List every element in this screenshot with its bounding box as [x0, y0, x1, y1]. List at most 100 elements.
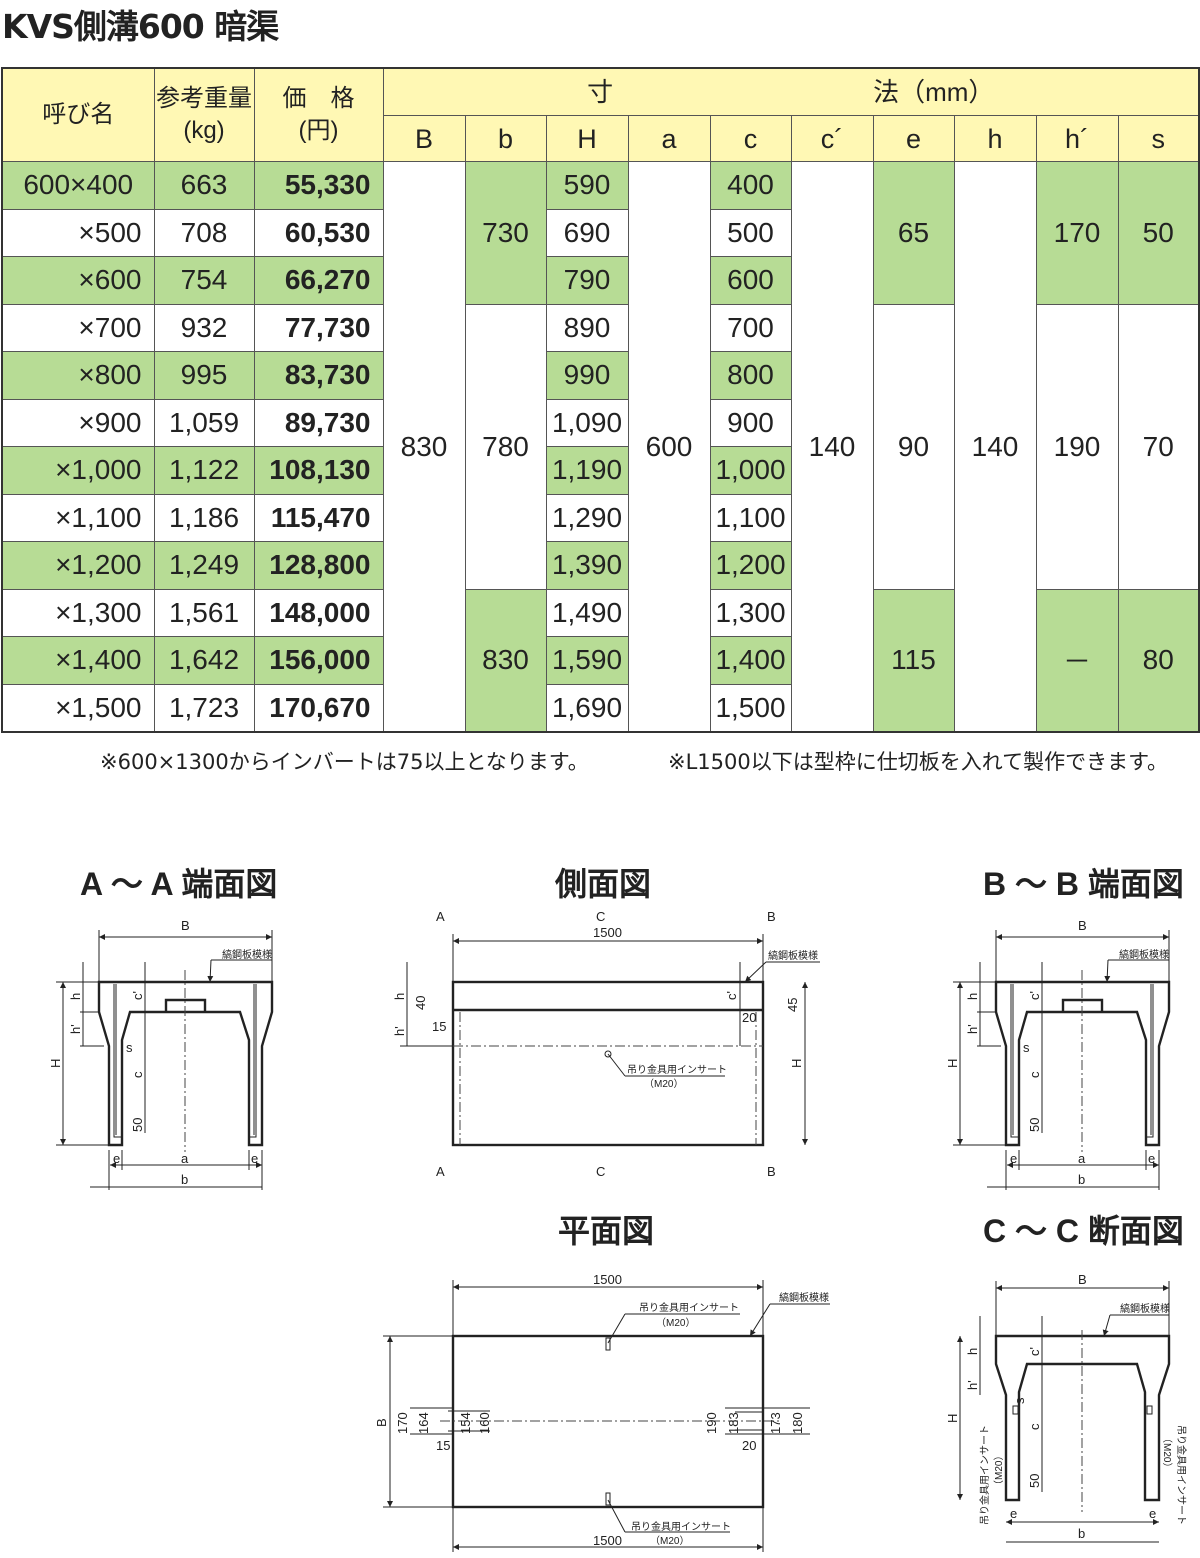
cell-price: 77,730 — [253, 303, 384, 352]
header-col-4: c — [709, 115, 792, 162]
side-view: A C B A C B 1500 縞鋼板模様 h 40 h' 15 c' 20 … — [392, 909, 820, 1179]
dim-B: B — [1078, 1272, 1087, 1287]
dim-h: h — [392, 993, 407, 1000]
section-mark-a: A — [436, 1164, 445, 1179]
dim-s: s — [1012, 1397, 1027, 1404]
dim-183: 183 — [726, 1412, 741, 1434]
cell-H: 1,690 — [545, 683, 629, 733]
dim-s: s — [1023, 1040, 1030, 1055]
section-mark-a: A — [436, 909, 445, 924]
cell-c: 1,200 — [709, 541, 792, 590]
title-plan: 平面図 — [558, 1213, 654, 1249]
cell-H: 690 — [545, 208, 629, 257]
dim-50: 50 — [130, 1118, 145, 1132]
dim-h: h — [965, 1348, 980, 1355]
dim-20: 20 — [742, 1438, 756, 1453]
dim-c: c — [1027, 1423, 1042, 1430]
label-insert: 吊り金具用インサート — [1175, 1425, 1188, 1525]
cell-name: ×1,500 — [1, 683, 155, 733]
cell-s: 80 — [1117, 588, 1200, 733]
label-plate: 縞鋼板模様 — [768, 949, 818, 962]
dim-h2: h' — [68, 1024, 83, 1034]
cell-name: ×800 — [1, 351, 155, 400]
cell-weight: 1,642 — [153, 636, 255, 685]
dim-B: B — [374, 1418, 389, 1427]
cell-c: 1,300 — [709, 588, 792, 637]
cell-b: 780 — [464, 303, 547, 590]
cell-weight: 1,723 — [153, 683, 255, 733]
section-mark-b: B — [767, 1164, 776, 1179]
dim-15: 15 — [432, 1019, 446, 1034]
cell-c: 900 — [709, 398, 792, 447]
header-col-8: h´ — [1035, 115, 1119, 162]
dim-e: e — [1149, 1506, 1156, 1521]
cell-h: 140 — [953, 161, 1037, 733]
title-side: 側面図 — [554, 866, 651, 902]
dim-c: c — [130, 1071, 145, 1078]
dim-40: 40 — [413, 996, 428, 1010]
header-col-6: e — [872, 115, 955, 162]
cell-c: 500 — [709, 208, 792, 257]
dim-b: b — [1078, 1172, 1085, 1187]
dim-a: a — [181, 1151, 189, 1166]
cell-name: ×600 — [1, 256, 155, 305]
cell-name: 600×400 — [1, 161, 155, 210]
dim-a: a — [1078, 1151, 1086, 1166]
section-view-cc: B 縞鋼板模様 h h' c' H s c 50 吊り金具用インサート （M20… — [945, 1272, 1188, 1543]
note-invert: ※600×1300からインバートは75以上となります。 — [100, 750, 589, 774]
dim-b: b — [181, 1172, 188, 1187]
cell-price: 170,670 — [253, 683, 384, 733]
header-name: 呼び名 — [1, 67, 155, 162]
end-view-aa-shape — [56, 930, 272, 1190]
dim-c2: c' — [1027, 991, 1042, 1000]
dim-h: h — [68, 993, 83, 1000]
cell-b: 730 — [464, 161, 547, 305]
dim-164: 164 — [416, 1412, 431, 1434]
plan-view: 1500 吊り金具用インサート （M20） 縞鋼板模様 B 170 164 15… — [374, 1272, 830, 1552]
dim-1500: 1500 — [593, 925, 622, 940]
section-mark-c: C — [596, 909, 605, 924]
cell-e: 65 — [872, 161, 955, 305]
cell-h2: － — [1035, 588, 1119, 733]
dim-15: 15 — [436, 1438, 450, 1453]
dim-170: 170 — [395, 1412, 410, 1434]
cell-H: 990 — [545, 351, 629, 400]
cell-weight: 932 — [153, 303, 255, 352]
cell-H: 1,590 — [545, 636, 629, 685]
cell-name: ×900 — [1, 398, 155, 447]
dim-20: 20 — [742, 1010, 756, 1025]
title-end-aa: A ～ A 端面図 — [80, 866, 277, 902]
end-view-aa-labels: B 縞鋼板模様 h h' c' H s c 50 e a e b — [48, 918, 272, 1187]
cell-price: 115,470 — [253, 493, 384, 542]
note-partition: ※L1500以下は型枠に仕切板を入れて製作できます。 — [668, 750, 1169, 774]
label-plate: 縞鋼板模様 — [1120, 1302, 1170, 1315]
label-insert: 吊り金具用インサート — [631, 1520, 731, 1533]
dim-e: e — [251, 1151, 258, 1166]
cell-name: ×700 — [1, 303, 155, 352]
header-col-2: H — [545, 115, 629, 162]
cell-e: 90 — [872, 303, 955, 590]
label-plate: 縞鋼板模様 — [779, 1291, 829, 1304]
cell-h2: 190 — [1035, 303, 1119, 590]
dim-173: 173 — [768, 1412, 783, 1434]
label-m20: （M20） — [650, 1535, 689, 1547]
cell-price: 83,730 — [253, 351, 384, 400]
dim-H: H — [789, 1059, 804, 1068]
cell-s: 50 — [1117, 161, 1200, 305]
dim-B: B — [181, 918, 190, 933]
cell-price: 148,000 — [253, 588, 384, 637]
cell-c: 400 — [709, 161, 792, 210]
header-col-3: a — [627, 115, 711, 162]
dim-h2: h' — [965, 1024, 980, 1034]
dim-e: e — [1010, 1506, 1017, 1521]
dim-b: b — [1078, 1526, 1085, 1541]
label-m20: （M20） — [993, 1451, 1005, 1490]
